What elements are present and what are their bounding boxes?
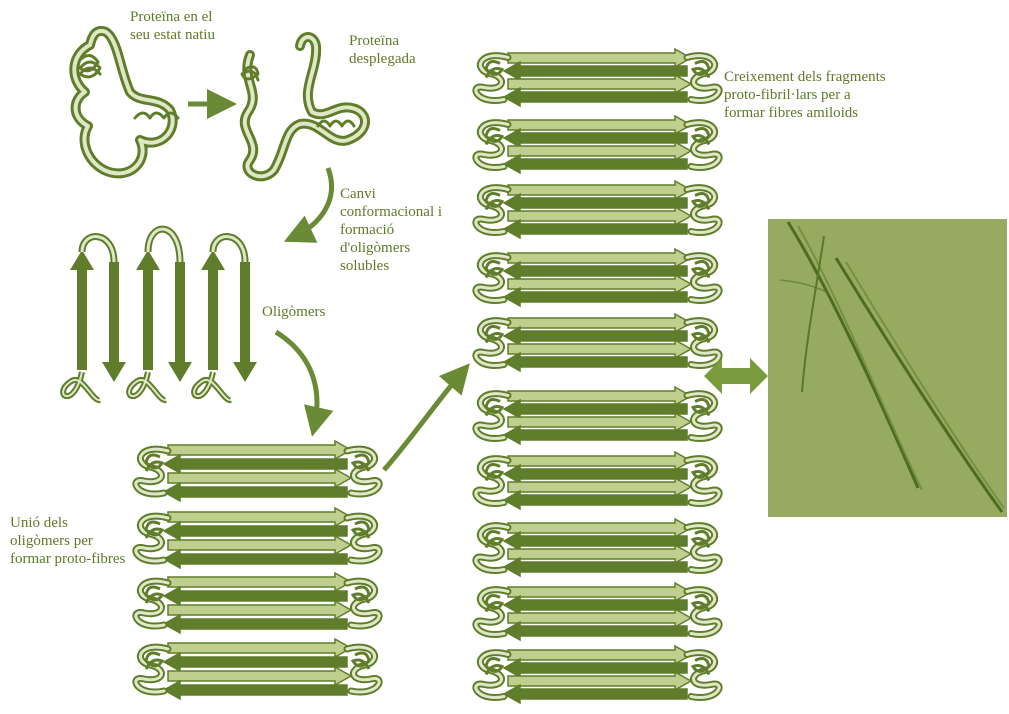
- stacked-sheet-layer: [476, 646, 719, 703]
- stacked-sheet-layer: [476, 181, 719, 238]
- native-protein-drawing: [74, 31, 178, 173]
- stacked-sheet-layer: [476, 452, 719, 509]
- arrow-conformational-change: [292, 168, 332, 238]
- label-fibril-growth: Creixement dels fragments proto-fibril·l…: [724, 68, 886, 122]
- stacked-sheet-layer: [476, 49, 719, 106]
- stacked-sheet-layer: [136, 508, 379, 568]
- stacked-sheet-layer: [476, 314, 719, 371]
- unfolded-protein-drawing: [242, 37, 365, 176]
- stacked-sheet-layer: [476, 519, 719, 576]
- stacked-sheet-layer: [476, 116, 719, 173]
- label-unfolded-protein: Proteïna desplegada: [349, 32, 416, 68]
- electron-micrograph-image: [768, 219, 1007, 517]
- arrow-oligomer-union: [276, 332, 317, 428]
- arrow-fibril-growth: [384, 370, 464, 470]
- amyloid-fibril-stack: [476, 49, 719, 703]
- oligomer-hairpin: [194, 237, 257, 401]
- oligomers-drawing: [63, 229, 257, 400]
- label-native-protein: Proteïna en el seu estat natiu: [130, 8, 215, 44]
- oligomer-hairpin: [129, 229, 192, 400]
- oligomer-hairpin: [63, 237, 126, 401]
- stacked-sheet-layer: [476, 387, 719, 444]
- stacked-sheet-layer: [476, 583, 719, 640]
- stacked-sheet-layer: [136, 573, 379, 633]
- stacked-sheet-layer: [476, 249, 719, 306]
- label-oligomers: Oligòmers: [262, 303, 325, 321]
- label-conformational-change: Canvi conformacional i formació d'oligòm…: [340, 185, 442, 275]
- protofibre-stack: [136, 441, 379, 699]
- stacked-sheet-layer: [136, 639, 379, 699]
- label-oligomer-union: Unió dels oligòmers per formar proto-fib…: [10, 514, 125, 568]
- stacked-sheet-layer: [136, 441, 379, 501]
